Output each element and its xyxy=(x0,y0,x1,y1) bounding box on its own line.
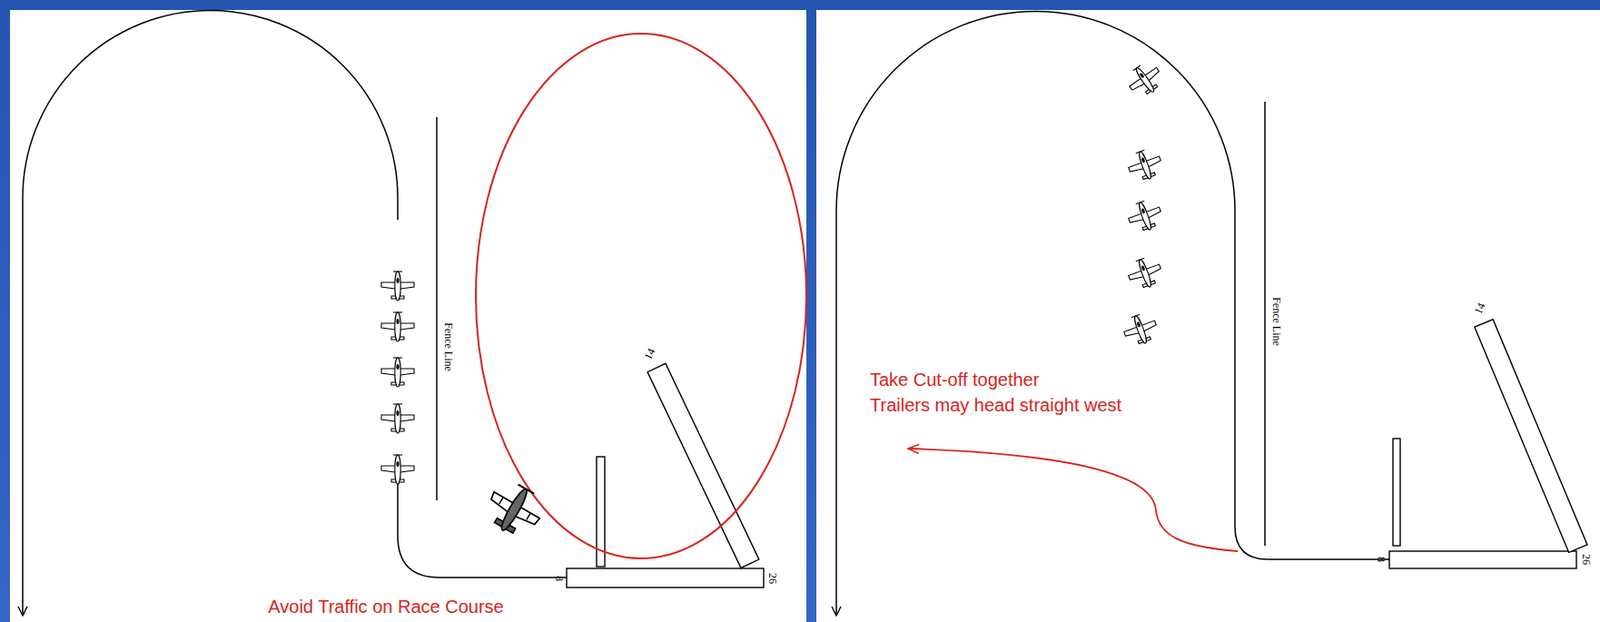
note-text: Take Cut-off together xyxy=(869,369,1039,390)
runway-number: 26 xyxy=(1579,553,1591,565)
race-aircraft xyxy=(479,475,549,544)
runway xyxy=(1392,438,1401,546)
aircraft xyxy=(381,357,415,387)
runway xyxy=(566,568,764,588)
aircraft xyxy=(381,312,415,342)
fence-line xyxy=(435,117,438,501)
aircraft xyxy=(381,404,415,434)
runway-number: 8 xyxy=(1373,556,1386,563)
cutoff-arrow xyxy=(908,448,1238,552)
aircraft xyxy=(1123,59,1167,102)
race-course xyxy=(475,33,807,559)
pattern-track xyxy=(22,10,398,617)
aircraft xyxy=(1120,310,1162,349)
right-panel xyxy=(816,9,1600,622)
runway xyxy=(647,363,760,568)
aircraft xyxy=(381,271,415,301)
runway-number: 14 xyxy=(641,346,658,363)
runway-number: 26 xyxy=(765,572,778,584)
note-text: Trailers may head straight west xyxy=(869,395,1122,415)
pattern-track xyxy=(836,11,1390,617)
runway xyxy=(1389,551,1577,569)
aircraft xyxy=(381,454,415,484)
aircraft xyxy=(1125,197,1166,236)
aircraft xyxy=(1125,254,1166,293)
pattern-track xyxy=(397,479,567,578)
left-panel xyxy=(9,9,807,622)
fence-label: Fence Line xyxy=(1269,296,1282,346)
runway-number: 14 xyxy=(1472,301,1489,317)
note-text: Avoid Traffic on Race Course xyxy=(267,596,504,617)
fence-line xyxy=(1264,101,1266,546)
aircraft xyxy=(1125,146,1166,185)
fence-label: Fence Line xyxy=(441,322,454,372)
runway xyxy=(1474,319,1588,554)
runway-number: 8 xyxy=(552,575,564,582)
